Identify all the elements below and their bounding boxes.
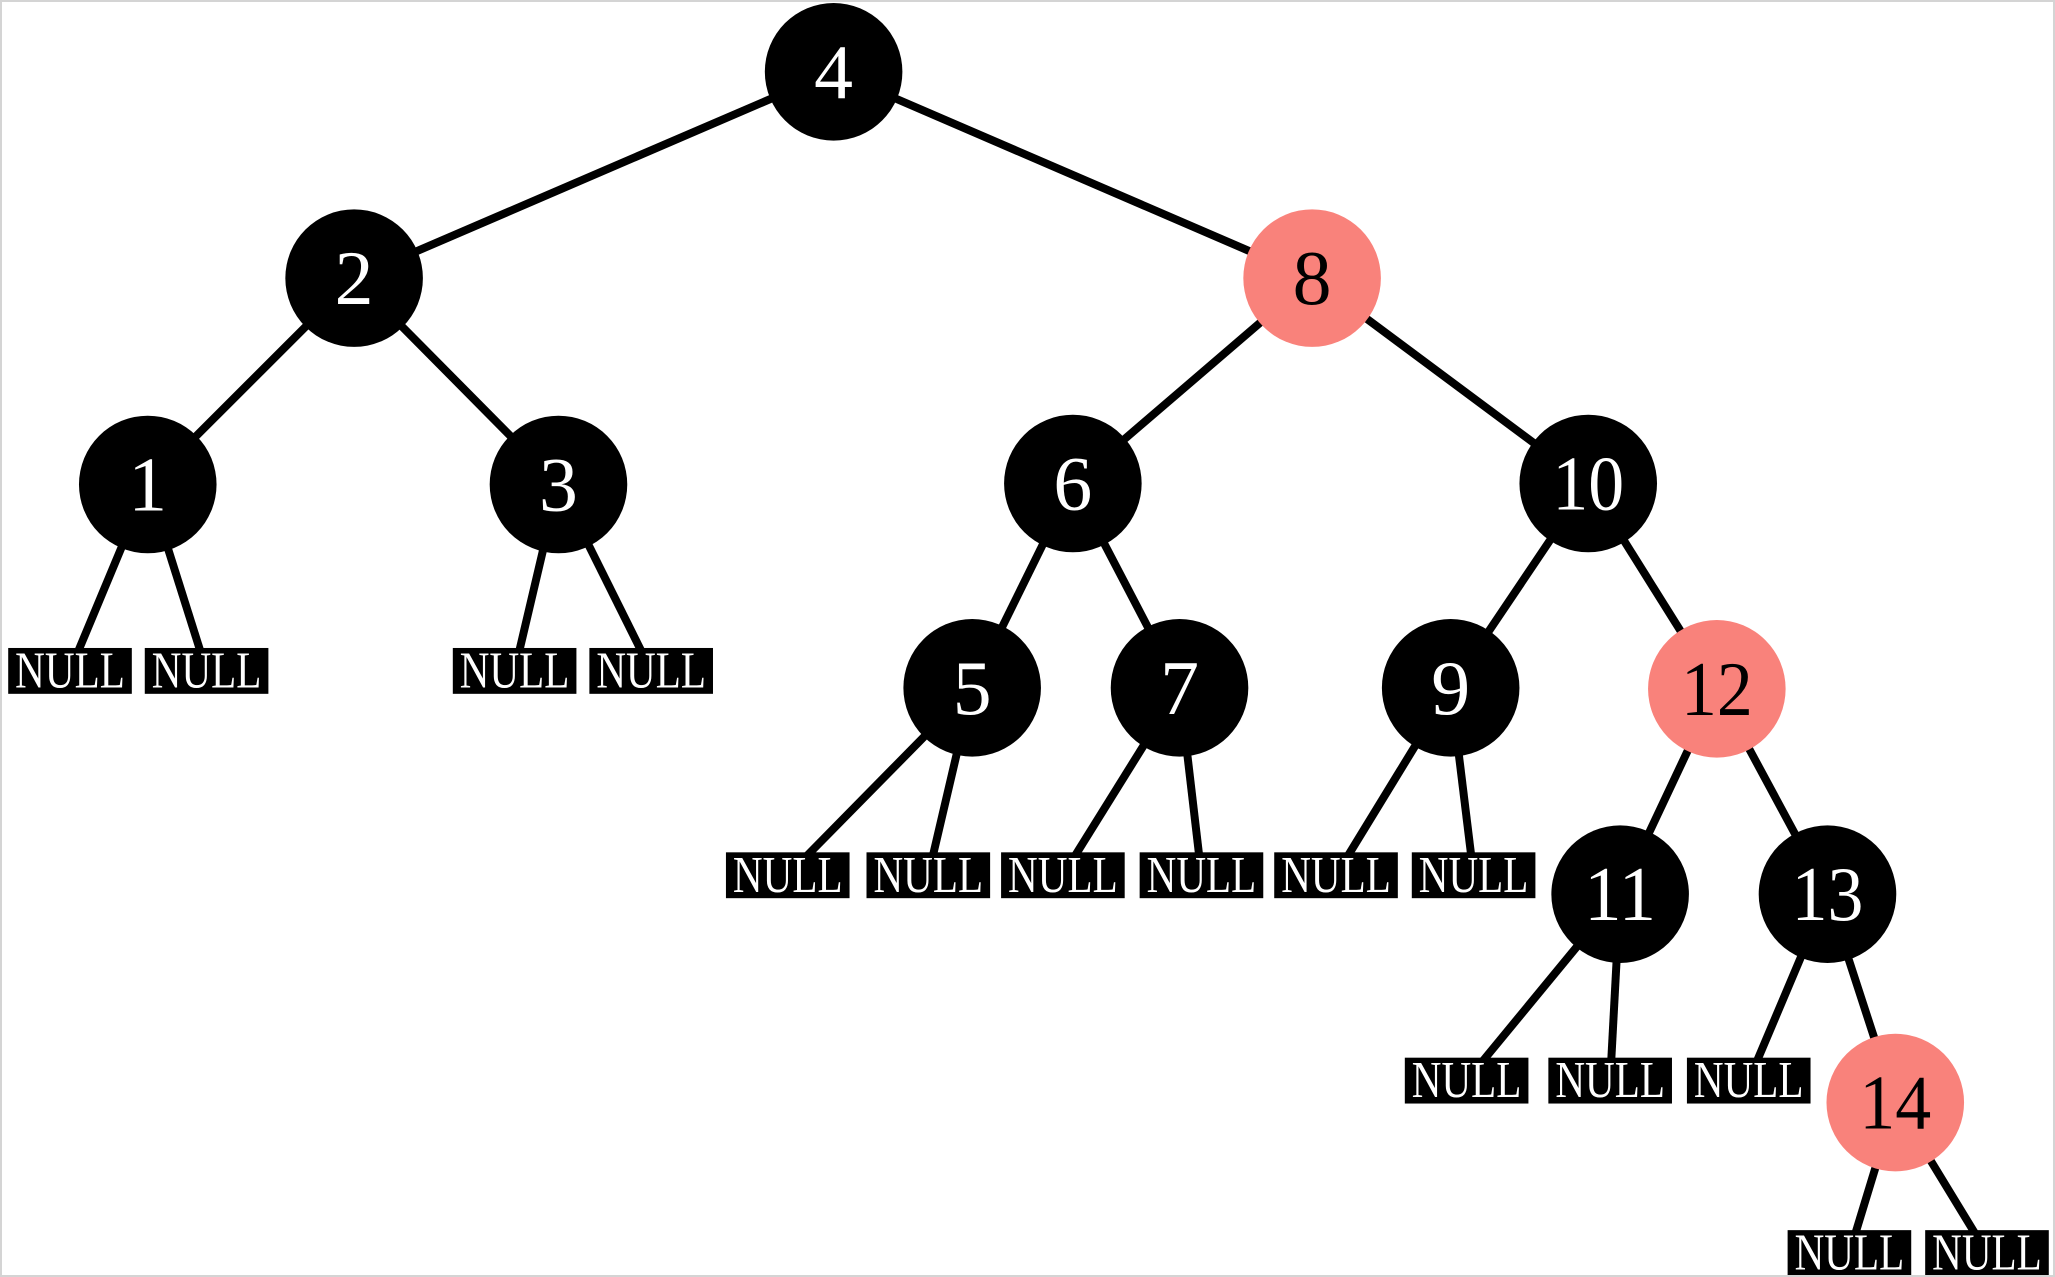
node-circle-black [78, 415, 217, 554]
null-leaf: NULL [144, 642, 269, 699]
node-circle-black [285, 209, 423, 347]
node-circle-red [1243, 209, 1381, 347]
node-circle-black [1004, 414, 1142, 553]
tree-node-12: 12 [1648, 620, 1786, 758]
node-circle-red [1826, 1033, 1965, 1172]
null-leaf-box [725, 852, 850, 899]
null-leaf-box [1925, 1230, 2049, 1275]
node-label: 3 [539, 441, 578, 527]
node-circle-black [1381, 619, 1520, 757]
null-leaf-label: NULL [1795, 1225, 1905, 1275]
null-leaf-label: NULL [1932, 1225, 2042, 1275]
tree-node-1: 1 [78, 415, 217, 554]
tree-edge-4-2 [352, 68, 836, 282]
null-leaf: NULL [1001, 847, 1125, 904]
node-label: 7 [1160, 645, 1199, 731]
null-leaf: NULL [866, 847, 991, 904]
null-leaf-box [144, 647, 269, 694]
node-label: 11 [1584, 851, 1656, 937]
tree-node-13: 13 [1758, 825, 1897, 963]
null-leaf: NULL [8, 642, 132, 699]
null-leaf: NULL [1274, 847, 1398, 904]
null-leaf-box [1686, 1057, 1811, 1104]
null-leaf: NULL [452, 642, 577, 699]
null-leaf-box [8, 647, 132, 694]
tree-node-14: 14 [1826, 1033, 1965, 1172]
tree-node-8: 8 [1243, 209, 1381, 347]
null-leaf-box [866, 852, 991, 899]
null-leaf: NULL [1686, 1052, 1811, 1109]
node-circle-black [903, 619, 1041, 757]
tree-node-4: 4 [764, 2, 903, 141]
tree-node-10: 10 [1519, 414, 1658, 553]
node-circle-red [1648, 620, 1786, 758]
tree-node-11: 11 [1551, 825, 1689, 963]
node-label: 4 [814, 29, 853, 115]
null-leaf-label: NULL [733, 847, 843, 904]
null-leaf-box [1787, 1230, 1912, 1275]
node-label: 9 [1431, 645, 1470, 731]
null-leaf: NULL [1404, 1052, 1529, 1109]
null-leaf: NULL [1787, 1225, 1912, 1275]
node-label: 13 [1792, 851, 1864, 937]
tree-node-6: 6 [1004, 414, 1142, 553]
node-label: 2 [335, 235, 374, 321]
null-leaf: NULL [1925, 1225, 2049, 1275]
null-leaf-label: NULL [1281, 847, 1391, 904]
null-leaf-label: NULL [1008, 847, 1118, 904]
null-leaf: NULL [1411, 847, 1536, 904]
null-leaf-label: NULL [1412, 1052, 1522, 1109]
tree-node-7: 7 [1110, 619, 1249, 757]
node-label: 6 [1053, 440, 1092, 526]
node-circle-black [764, 2, 903, 141]
node-circle-black [1519, 414, 1658, 553]
null-leaf-box [1001, 852, 1125, 899]
null-leaf-label: NULL [1555, 1052, 1665, 1109]
null-leaf-label: NULL [873, 847, 983, 904]
null-leaf-label: NULL [1147, 847, 1257, 904]
node-label: 1 [128, 441, 167, 527]
tree-node-5: 5 [903, 619, 1041, 757]
null-leaf-label: NULL [152, 642, 262, 699]
null-leaf-box [1404, 1057, 1529, 1104]
null-leaf-box [589, 647, 713, 694]
null-leaf-box [1548, 1057, 1672, 1104]
null-leaf-label: NULL [596, 642, 706, 699]
node-circle-black [489, 415, 628, 554]
null-leaf: NULL [589, 642, 713, 699]
null-leaf-label: NULL [460, 642, 570, 699]
tree-node-2: 2 [285, 209, 423, 347]
node-circle-black [1758, 825, 1897, 963]
tree-node-9: 9 [1381, 619, 1520, 757]
node-circle-black [1551, 825, 1689, 963]
null-leaf-box [1274, 852, 1398, 899]
node-label: 12 [1681, 646, 1753, 732]
null-leaf-label: NULL [15, 642, 125, 699]
node-label: 10 [1552, 440, 1624, 526]
null-leaf-label: NULL [1694, 1052, 1804, 1109]
null-leaf: NULL [725, 847, 850, 904]
node-label: 5 [953, 645, 992, 731]
tree-node-3: 3 [489, 415, 628, 554]
node-circle-black [1110, 619, 1249, 757]
node-label: 14 [1859, 1060, 1931, 1146]
null-leaf-box [452, 647, 577, 694]
null-leaf-label: NULL [1419, 847, 1529, 904]
null-leaf: NULL [1139, 847, 1264, 904]
null-leaf-box [1139, 852, 1264, 899]
null-leaf: NULL [1548, 1052, 1672, 1109]
tree-edge-4-8 [832, 68, 1314, 282]
node-label: 8 [1293, 235, 1332, 321]
null-leaf-box [1411, 852, 1536, 899]
